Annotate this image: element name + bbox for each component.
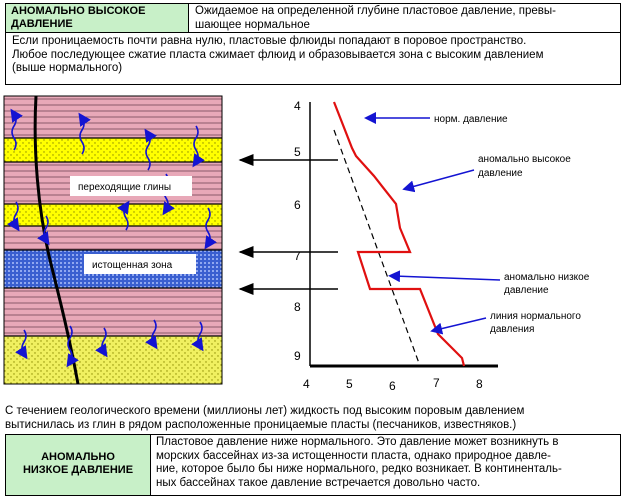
y-tick-5: 5: [294, 145, 301, 159]
low-def-line-1: Пластовое давление ниже нормального. Это…: [156, 436, 559, 448]
term-low-pressure-definition: Пластовое давление ниже нормального. Это…: [150, 434, 621, 496]
low-def-line-4: ных бассейнах такое давление встречается…: [156, 476, 481, 489]
well-bore: [33, 95, 80, 385]
label-depleted-zone: истощенная зона: [92, 260, 173, 271]
y-tick-9: 9: [294, 349, 301, 363]
pressure-diagram: переходящие глины истощенная зона 4 5 6 …: [3, 95, 590, 393]
label-abnormal-low-2: давление: [504, 285, 549, 296]
explanation-line-3: (выше нормального): [12, 62, 123, 74]
explanation-line-2: Любое последующее сжатие пласта сжимает …: [12, 48, 544, 61]
low-def-line-3: ние, которое было бы ниже нормального, р…: [156, 463, 562, 475]
caption: С течением геологического времени (милли…: [5, 405, 621, 432]
y-tick-4: 4: [294, 99, 301, 113]
sand-layer-2: [4, 204, 222, 226]
label-abnormal-high-1: аномально высокое: [478, 154, 571, 165]
term-low-pressure-title-1: АНОМАЛЬНО: [41, 451, 115, 463]
caption-line-1: С течением геологического времени (милли…: [5, 405, 525, 417]
definition-line-2: шающее нормальное: [195, 18, 310, 31]
clay-layer-4: [4, 288, 222, 336]
pressure-depth-graph: 4 5 6 7 8 9 4 5 6 7 8: [294, 99, 498, 393]
graph-annotations: норм. давление аномально высокое давлени…: [364, 112, 590, 335]
label-abnormal-low-1: аномально низкое: [504, 272, 590, 283]
term-low-pressure-title-2: НИЗКОЕ ДАВЛЕНИЕ: [22, 464, 134, 476]
sand-layer-1: [4, 138, 222, 162]
definition-line-1: Ожидаемое на определенной глубине пласто…: [195, 5, 557, 17]
sand-layer-3: [4, 336, 222, 384]
explanation-box: Если проницаемость почти равна нулю, пла…: [5, 32, 621, 85]
term-high-pressure: АНОМАЛЬНО ВЫСОКОЕ ДАВЛЕНИЕ: [5, 3, 189, 33]
label-transition-clays: переходящие глины: [78, 182, 171, 193]
label-abnormal-high-2: давление: [478, 168, 523, 179]
pressure-curve: [332, 101, 466, 367]
label-normal-line-1: линия нормального: [490, 311, 581, 322]
low-def-line-2: морских бассейнах из-за истощенности пла…: [156, 449, 552, 462]
x-tick-5: 5: [346, 377, 353, 391]
explanation-line-1: Если проницаемость почти равна нулю, пла…: [12, 35, 527, 47]
term-low-pressure: АНОМАЛЬНО НИЗКОЕ ДАВЛЕНИЕ: [5, 434, 151, 496]
y-tick-8: 8: [294, 300, 301, 314]
y-tick-6: 6: [294, 198, 301, 212]
x-tick-4: 4: [303, 377, 310, 391]
clay-layer-3: [4, 226, 222, 250]
label-normal-line-2: давления: [490, 324, 534, 335]
term-high-pressure-title: АНОМАЛЬНО ВЫСОКОЕ ДАВЛЕНИЕ: [11, 5, 146, 30]
x-tick-8: 8: [476, 377, 483, 391]
term-high-pressure-definition: Ожидаемое на определенной глубине пласто…: [188, 3, 621, 33]
depth-pointer-arrows: [238, 154, 338, 295]
normal-pressure-line: [333, 129, 421, 367]
x-tick-6: 6: [389, 379, 396, 393]
x-tick-7: 7: [433, 376, 440, 390]
label-normal-pressure: норм. давление: [434, 114, 508, 125]
y-tick-7: 7: [294, 249, 301, 263]
clay-layer-1: [4, 96, 222, 138]
caption-line-2: вытиснилась из глин в рядом расположенны…: [5, 418, 517, 431]
